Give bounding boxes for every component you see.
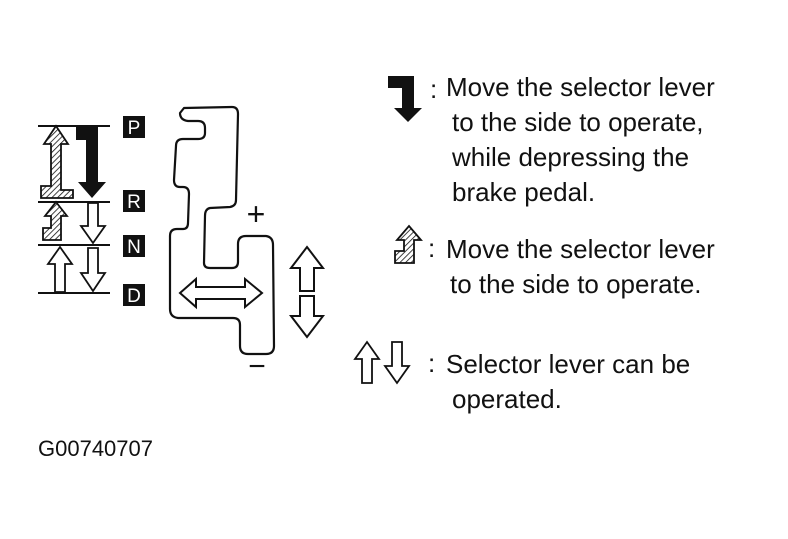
double-horizontal-arrow-icon: [178, 276, 264, 310]
legend-line: brake pedal.: [452, 177, 596, 207]
legend-colon: :: [428, 233, 435, 263]
gear-label: D: [127, 286, 141, 307]
legend-line: to the side to operate.: [450, 269, 702, 299]
outline-down-arrow-icon: [79, 202, 107, 245]
legend-colon: :: [428, 348, 435, 378]
position-lines: [38, 125, 110, 294]
outline-down-arrow-icon: [79, 247, 107, 293]
legend-line: Move the selector lever: [446, 234, 715, 264]
legend-down-arrow-icon: [383, 341, 411, 385]
plus-sign: +: [247, 196, 266, 232]
legend-line: operated.: [452, 384, 562, 414]
minus-sign: −: [248, 350, 266, 383]
legend-up-arrow-icon: [353, 340, 381, 384]
legend-solid-bent-arrow-icon: [388, 76, 422, 122]
outline-up-arrow-icon: [288, 245, 326, 292]
legend-hatched-bent-arrow-icon: [394, 224, 423, 264]
outline-down-arrow-icon: [288, 295, 326, 339]
gear-label: P: [128, 118, 141, 139]
legend-item-1-text: Move the selector lever to the side to o…: [446, 70, 715, 210]
legend-colon: :: [430, 74, 437, 104]
legend-line: Move the selector lever: [446, 72, 715, 102]
hatched-bent-arrow-icon: [42, 200, 69, 241]
legend-line: Selector lever can be: [446, 349, 691, 379]
legend-line: to the side to operate,: [452, 107, 704, 137]
gear-label: N: [127, 237, 141, 258]
gear-position-p: P: [123, 116, 145, 139]
figure-code: G00740707: [38, 436, 153, 461]
gear-label: R: [127, 192, 141, 213]
legend-line: while depressing the: [452, 142, 690, 172]
hatched-bent-arrow-icon: [40, 124, 74, 199]
shift-gate-outline: [168, 105, 276, 356]
gear-position-r: R: [123, 190, 145, 213]
gear-position-n: N: [123, 235, 145, 258]
solid-bent-arrow-down-icon: [76, 127, 106, 198]
legend-item-3-text: Selector lever can be operated.: [446, 347, 690, 417]
outline-up-arrow-icon: [46, 245, 74, 293]
legend-item-2-text: Move the selector lever to the side to o…: [446, 232, 715, 302]
gear-position-d: D: [123, 284, 145, 307]
